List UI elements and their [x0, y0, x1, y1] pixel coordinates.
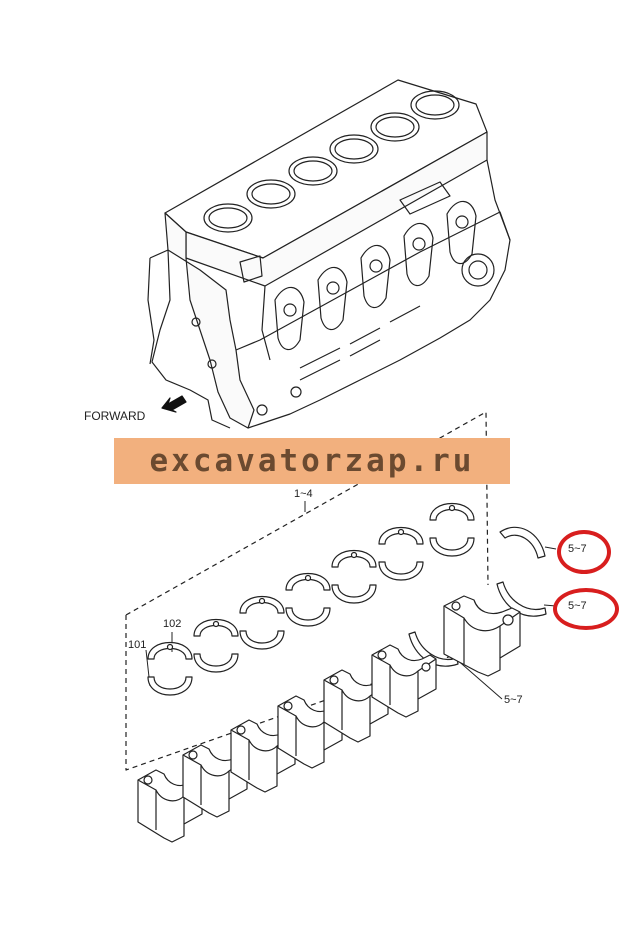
part-callout-1-4: 1~4 — [294, 488, 313, 500]
highlight-ring-upper — [557, 530, 611, 574]
highlight-ring-lower — [553, 588, 619, 630]
watermark-text: excavatorzap.ru — [149, 443, 475, 479]
watermark-banner: excavatorzap.ru — [114, 438, 510, 484]
part-callout-5-7-bottom: 5~7 — [504, 694, 523, 706]
forward-label: FORWARD — [84, 409, 146, 423]
bearing-shells — [147, 502, 475, 696]
part-callout-102: 102 — [163, 618, 182, 630]
bearing-caps — [137, 595, 521, 843]
thrust-washers — [408, 526, 547, 667]
part-callout-101: 101 — [128, 639, 147, 651]
forward-arrow-icon — [161, 395, 187, 413]
cylinder-block — [147, 79, 511, 429]
